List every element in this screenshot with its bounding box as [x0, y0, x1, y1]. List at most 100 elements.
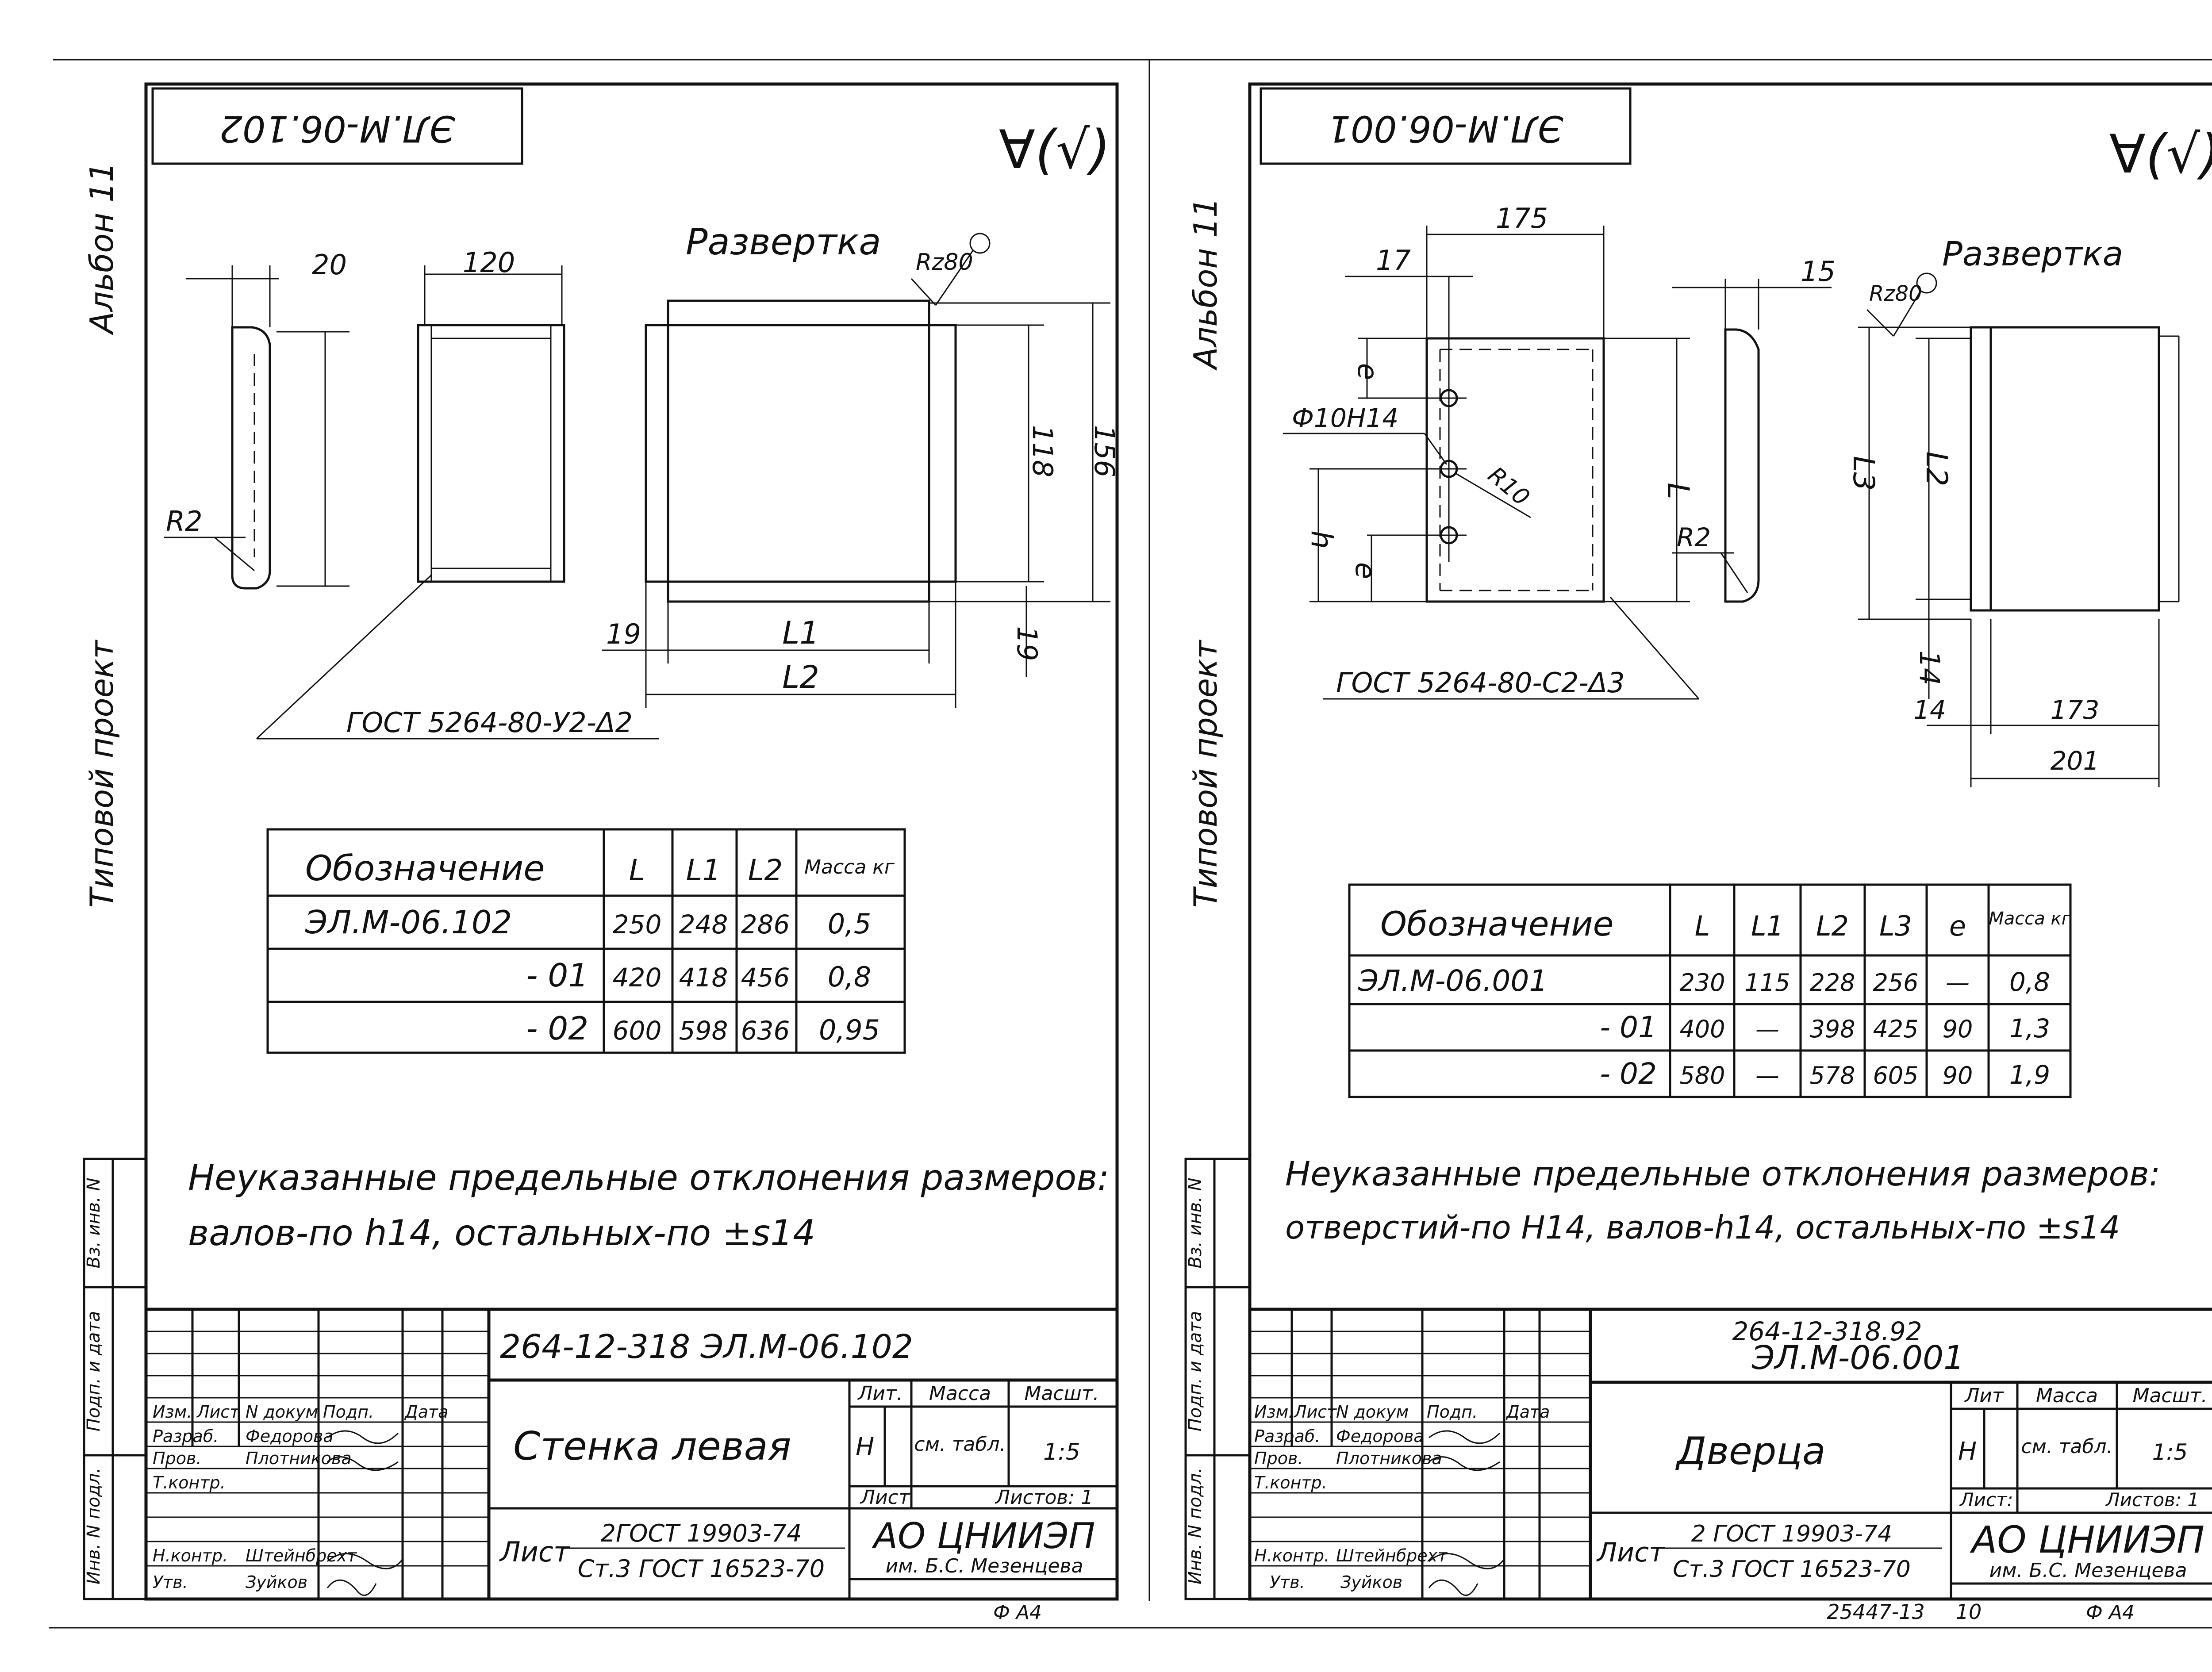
left-side-profile: 20 R2 — [164, 249, 349, 590]
right-dim-e1: e — [1352, 363, 1384, 380]
right-tb-r6-c0: Утв. — [1270, 1572, 1305, 1592]
right-frame — [1248, 82, 2212, 1601]
right-stamp-code: ЭЛ.М-06.001 — [1328, 107, 1563, 150]
left-table-r2-c1: 600 — [613, 1016, 662, 1046]
right-album-label: Альбон 11 — [1187, 197, 1224, 371]
right-dim-14b: 14 — [1913, 695, 1946, 725]
right-table-r0-c2: 115 — [1744, 969, 1790, 997]
right-table-r1-c4: 425 — [1873, 1015, 1918, 1043]
right-tolerance-line-2: отверстий-по Н14, валов-h14, остальных-п… — [1285, 1209, 2120, 1246]
left-org-sub: им. Б.С. Мезенцева — [886, 1555, 1083, 1577]
right-tb-r0-c3: Подп. — [1427, 1402, 1478, 1422]
left-tb-r2-c0: Пров. — [153, 1449, 201, 1468]
right-table-header-1: L — [1695, 910, 1710, 942]
left-table-r2-c4: 0,95 — [819, 1014, 880, 1046]
right-mass-label: Масса — [2036, 1384, 2098, 1407]
right-side-strip: Вз. инв. N Подп. и дата Инв. N подл. — [1184, 1158, 1251, 1600]
left-side-label-2: Вз. инв. N — [84, 1177, 104, 1268]
right-table-r2-c5: 90 — [1943, 1062, 1973, 1089]
left-table-r0-c3: 286 — [741, 909, 790, 940]
right-dim-h: h — [1305, 530, 1339, 549]
left-project-label: Типовой проект — [83, 640, 120, 908]
right-tb-r0-c4: Дата — [1505, 1402, 1550, 1422]
right-tb-r1-c1: Федорова — [1336, 1427, 1424, 1446]
right-sheet-label: Лист: — [1959, 1489, 2013, 1511]
right-table-r2-c1: 580 — [1679, 1062, 1725, 1089]
right-table-header-0: Обозначение — [1380, 904, 1613, 943]
right-table-r0-c4: 256 — [1873, 969, 1918, 997]
left-table-header-4: Масса кг — [804, 856, 895, 878]
left-table-header-3: L2 — [748, 853, 783, 887]
left-table-r1-c2: 418 — [679, 963, 728, 993]
left-material-top: 2ГОСТ 19903-74 — [601, 1519, 802, 1547]
left-tb-r3-c0: Т.контр. — [153, 1473, 226, 1492]
right-unfold-view: Развертка Rz80 L3 L2 14 14 — [1847, 234, 2180, 787]
right-table-header-5: e — [1949, 910, 1966, 942]
left-tb-r0-c3: Подп. — [323, 1402, 374, 1422]
right-tb-r3-c0: Т.контр. — [1254, 1473, 1327, 1492]
left-tb-r1-c0: Разраб. — [153, 1427, 219, 1446]
left-table-r2-c0: - 02 — [526, 1010, 588, 1047]
right-dim-17: 17 — [1376, 244, 1411, 276]
right-scale-value: 1:5 — [2152, 1439, 2188, 1465]
left-roughness-marker — [969, 233, 991, 254]
right-tb-r1-c0: Разраб. — [1254, 1427, 1320, 1446]
left-weld-note: ГОСТ 5264-80-У2-Δ2 — [346, 706, 633, 739]
left-material-bottom: Ст.3 ГОСТ 16523-70 — [578, 1555, 825, 1583]
left-table-header-0: Обозначение — [305, 849, 545, 889]
right-side-profile: 15 R2 — [1672, 255, 1836, 603]
left-table-r2-c3: 636 — [741, 1016, 790, 1046]
right-side-label-2: Вз. инв. N — [1185, 1177, 1206, 1268]
right-tb-r6-c1: Зуйков — [1340, 1572, 1402, 1592]
left-tb-r5-c0: Н.контр. — [153, 1546, 228, 1565]
right-table-header-2: L1 — [1751, 910, 1784, 942]
left-table-r1-c1: 420 — [613, 963, 662, 993]
left-table-r1-c3: 456 — [741, 963, 790, 993]
left-tb-r6-c1: Зуйков — [246, 1572, 307, 1592]
left-unfold-title: Развертка — [686, 221, 881, 263]
left-table-header-1: L — [629, 853, 645, 887]
right-dim-l3: L3 — [1847, 456, 1881, 491]
right-sheets-label: Листов: 1 — [2105, 1489, 2199, 1511]
right-table-r0-c5: — — [1946, 969, 1970, 997]
right-dim-l: L — [1660, 483, 1695, 499]
left-lit-label: Лит. — [857, 1382, 902, 1405]
left-front-view: 120 ГОСТ 5264-80-У2-Δ2 — [256, 246, 659, 740]
right-tb-r0-c0: Изм. — [1254, 1402, 1294, 1422]
left-stamp-box — [151, 87, 523, 165]
right-table-r2-c2: — — [1755, 1062, 1779, 1089]
right-tb-r2-c0: Пров. — [1254, 1449, 1303, 1468]
left-table-r1-c0: - 01 — [526, 957, 588, 994]
left-side-label-1: Подп. и дата — [84, 1311, 104, 1431]
left-table-r0-c1: 250 — [613, 909, 662, 940]
right-copy-no: 25447-13 — [1827, 1600, 1924, 1624]
left-tb-r0-c4: Дата — [404, 1402, 448, 1422]
left-signatures — [326, 1430, 403, 1596]
right-sheet: 9 ЭЛ.М-06.001 ∀(√) Альбон 11 Типовой про… — [1184, 82, 2212, 1624]
left-tb-r0-c2: N докум — [246, 1402, 318, 1422]
left-table-r0-c2: 248 — [679, 909, 728, 940]
left-roughness-note: Rz80 — [916, 249, 973, 276]
right-dim-175: 175 — [1496, 202, 1548, 234]
left-dim-120: 120 — [463, 246, 515, 279]
right-material-label: Лист — [1596, 1537, 1665, 1568]
left-format: Ф А4 — [993, 1601, 1042, 1624]
right-table-r0-c6: 0,8 — [2009, 967, 2050, 997]
right-table-r1-c3: 398 — [1809, 1015, 1855, 1043]
right-table-r2-c6: 1,9 — [2009, 1060, 2050, 1090]
right-dim-15: 15 — [1801, 255, 1836, 288]
right-table-r2-c4: 605 — [1873, 1062, 1918, 1089]
right-table-r0-c1: 230 — [1679, 969, 1725, 997]
right-copy-sheet: 10 — [1956, 1600, 1982, 1624]
left-tb-r0-c1: Лист — [196, 1402, 240, 1422]
left-album-label: Альбон 11 — [83, 162, 120, 335]
right-tb-r5-c0: Н.контр. — [1254, 1546, 1329, 1565]
left-mass-value: см. табл. — [914, 1433, 1006, 1456]
left-dim-19a: 19 — [606, 618, 641, 650]
right-table-r0-c0: ЭЛ.М-06.001 — [1358, 964, 1548, 998]
right-title-block: 264-12-318.92 ЭЛ.М-06.001 Дверца Лит Мас… — [1250, 1308, 2212, 1624]
left-dim-r2: R2 — [166, 505, 203, 537]
right-table-r0-c3: 228 — [1809, 969, 1855, 997]
left-scale-label: Масшт. — [1025, 1382, 1099, 1405]
right-side-label-1: Подп. и дата — [1185, 1311, 1206, 1431]
